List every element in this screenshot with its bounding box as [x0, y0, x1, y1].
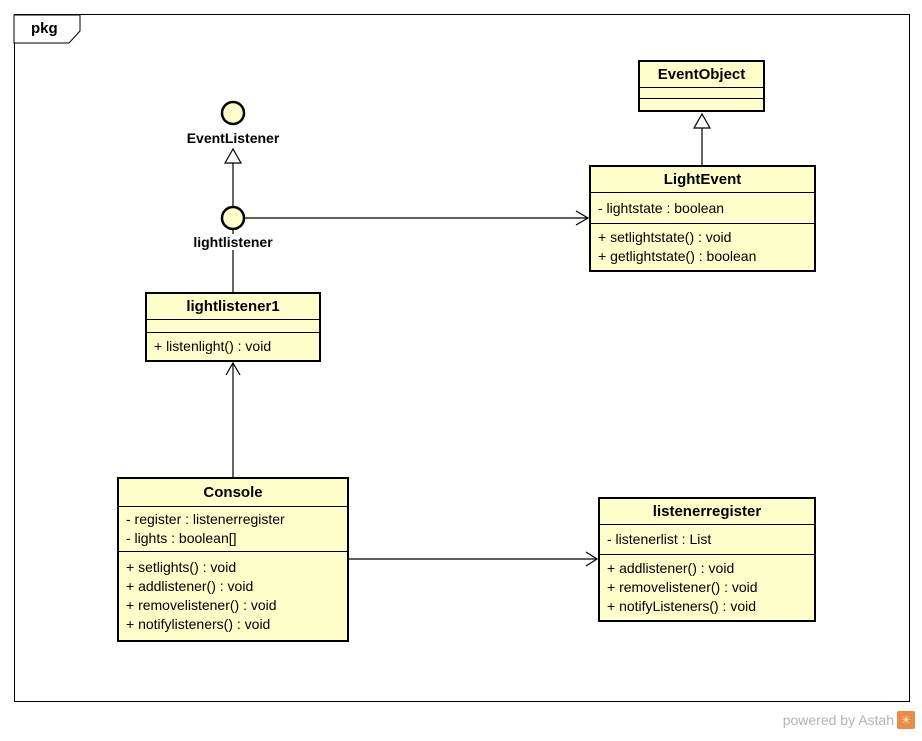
operation[interactable]: + notifyListeners() : void [607, 598, 757, 614]
operation[interactable]: + setlightstate() : void [598, 229, 732, 245]
operation[interactable]: + listenlight() : void [154, 338, 272, 354]
operation[interactable]: + addlistener() : void [126, 578, 254, 594]
watermark: powered by Astah ✳ [783, 711, 915, 729]
attribute[interactable]: - lightstate : boolean [598, 199, 725, 216]
class-lightevent[interactable]: LightEvent - lightstate : boolean + setl… [589, 165, 816, 272]
operation[interactable]: + addlistener() : void [607, 560, 735, 576]
package-tab-label: pkg [31, 20, 58, 37]
class-name: lightlistener1 [147, 294, 319, 320]
astah-logo-icon: ✳ [897, 711, 915, 729]
package-frame [14, 14, 910, 702]
attributes-compartment: - lightstate : boolean [591, 193, 814, 224]
operation[interactable]: + removelistener() : void [126, 597, 277, 613]
class-lightlistener1[interactable]: lightlistener1 + listenlight() : void [145, 292, 321, 362]
interface-label-lightlistener: lightlistener [191, 234, 275, 250]
class-name: Console [119, 479, 347, 507]
attribute[interactable]: - listenerlist : List [607, 531, 712, 547]
attributes-compartment: - listenerlist : List [600, 525, 814, 555]
class-listenerregister[interactable]: listenerregister - listenerlist : List +… [598, 497, 816, 622]
class-name: EventObject [640, 62, 763, 88]
attribute[interactable]: - lights : boolean[] [126, 530, 237, 546]
interface-label-eventlistener: EventListener [184, 130, 282, 146]
class-console[interactable]: Console - register : listenerregister - … [117, 477, 349, 642]
operations-compartment [640, 99, 763, 110]
class-name: listenerregister [600, 499, 814, 525]
attribute[interactable]: - register : listenerregister [126, 511, 285, 527]
attributes-compartment [147, 320, 319, 333]
attributes-compartment [640, 88, 763, 99]
operation[interactable]: + notifylisteners() : void [126, 616, 271, 632]
operation[interactable]: + getlightstate() : boolean [598, 248, 757, 264]
operations-compartment: + setlights() : void + addlistener() : v… [119, 552, 347, 640]
operations-compartment: + listenlight() : void [147, 333, 319, 360]
watermark-text: powered by Astah [782, 712, 894, 728]
operations-compartment: + setlightstate() : void + getlightstate… [591, 224, 814, 270]
operations-compartment: + addlistener() : void + removelistener(… [600, 555, 814, 620]
operation[interactable]: + setlights() : void [126, 559, 237, 575]
class-eventobject[interactable]: EventObject [638, 60, 765, 112]
class-name: LightEvent [591, 167, 814, 193]
attributes-compartment: - register : listenerregister - lights :… [119, 507, 347, 552]
operation[interactable]: + removelistener() : void [607, 579, 758, 595]
